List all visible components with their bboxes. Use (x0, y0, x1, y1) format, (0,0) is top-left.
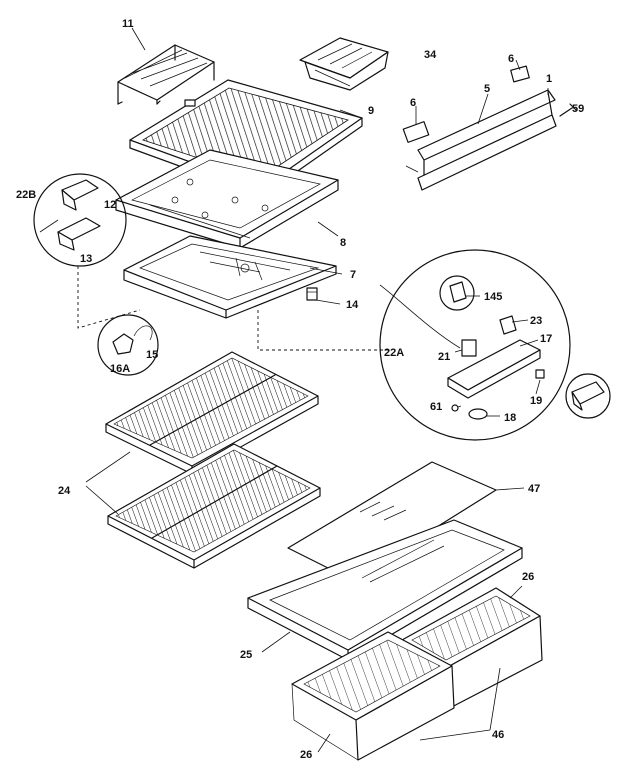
label-34: 34 (424, 49, 437, 61)
label-22b: 22B (16, 189, 36, 201)
label-12: 12 (104, 199, 116, 211)
label-7: 7 (350, 269, 356, 281)
leader-lines (85, 27, 549, 753)
label-59: 59 (572, 103, 584, 115)
label-46: 46 (492, 729, 504, 741)
shelf-pan-part-7 (123, 235, 337, 319)
label-23: 23 (530, 315, 542, 327)
label-61: 61 (430, 401, 442, 413)
leader-dashed-22a (257, 310, 390, 351)
bin-part-34 (299, 37, 389, 91)
label-1: 1 (546, 73, 552, 85)
light-shield-part-5 (402, 65, 577, 191)
label-26-right: 26 (522, 571, 534, 583)
label-24: 24 (58, 485, 71, 497)
crisper-drawer-left-part-26 (291, 631, 455, 761)
label-22a: 22A (384, 347, 404, 359)
clip-part-14 (306, 287, 318, 301)
label-11: 11 (122, 18, 134, 30)
label-6-upper: 6 (508, 53, 514, 65)
label-25: 25 (240, 649, 252, 661)
grate-shelf-upper-part-24 (105, 351, 319, 475)
label-26-left: 26 (300, 749, 312, 761)
part-labels: 11 34 6 6 5 1 59 9 22B 12 13 8 7 14 145 … (16, 18, 584, 761)
wire-shelf-part-11 (117, 44, 215, 105)
label-17: 17 (540, 333, 552, 345)
label-13: 13 (80, 253, 92, 265)
crisper-drawer-right-part-26 (401, 587, 543, 711)
shelf-frame-part-8 (115, 149, 339, 249)
label-47: 47 (528, 483, 540, 495)
label-19: 19 (530, 395, 542, 407)
label-5: 5 (484, 83, 490, 95)
label-16a: 16A (110, 363, 130, 375)
label-14: 14 (346, 299, 359, 311)
label-145: 145 (484, 291, 502, 303)
label-6-lower: 6 (410, 97, 416, 109)
label-8: 8 (340, 237, 346, 249)
detail-circle-right (379, 249, 571, 441)
detail-circle-left (33, 173, 141, 329)
detail-circle-far-right (565, 373, 611, 419)
label-15: 15 (146, 349, 158, 361)
label-9: 9 (368, 105, 374, 117)
label-18: 18 (504, 412, 516, 424)
grate-shelf-lower-part-24 (107, 443, 321, 569)
detail-circle-small (97, 314, 159, 376)
label-21: 21 (438, 351, 450, 363)
